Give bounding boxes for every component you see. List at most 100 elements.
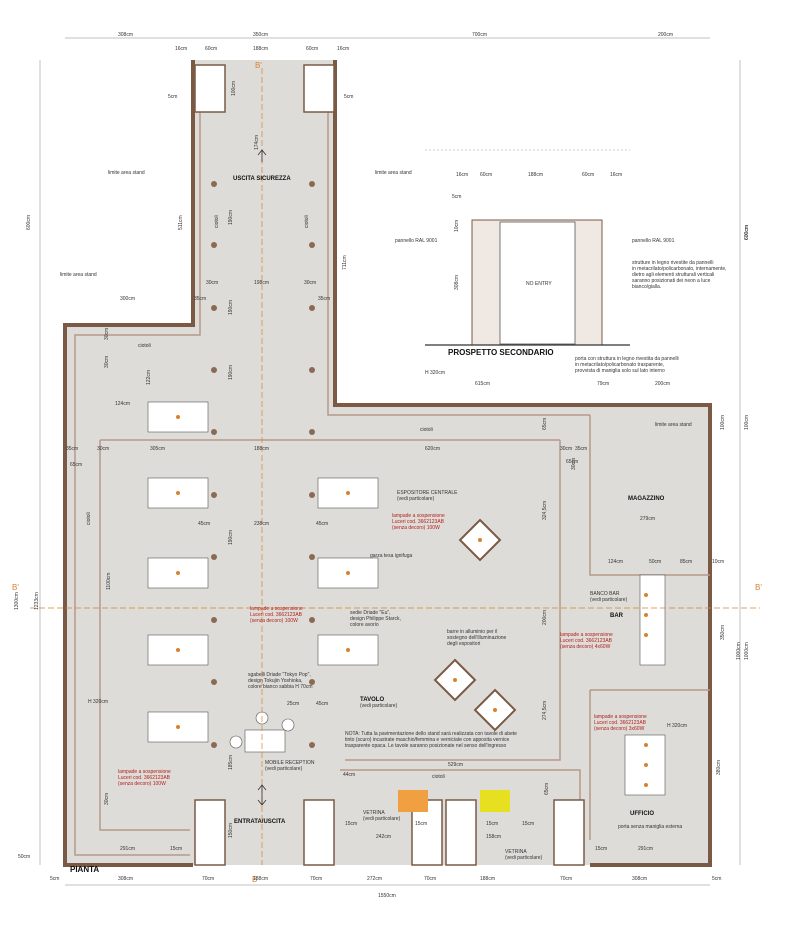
dim-305: 305cm [150,446,165,452]
label-porta: porta senza maniglia esterna [618,824,682,830]
room-bar: BAR [610,613,624,619]
dim-65b: 65cm [542,418,548,430]
room-magazzino: MAGAZZINO [628,496,665,502]
dim-left-1: 1300cm [14,592,20,610]
lamp-2b: Luceri cod. 3662123AB [250,612,303,618]
dim-291b: 291cm [638,846,653,852]
lamp-1b: Luceri cod. 3662123AB [118,775,171,781]
label-sgabelli-3: colore bianco sabbia H 70cm [248,684,312,690]
dim-711: 711cm [342,255,348,270]
dim-50: 50cm [649,559,661,565]
lamp-5a: lampade a sospensione [594,714,647,720]
label-vetrina-1: VETRINA [363,810,385,816]
section-b-right: B' [755,583,762,592]
dim-30a: 30cm [206,280,218,286]
dim-bottom-6: 70cm [424,876,436,882]
elev-dim-308: 308cm [454,275,460,290]
lamp-markers [176,415,648,787]
dim-122: 122cm [146,370,152,385]
dim-350: 350cm [720,625,726,640]
dim-bottom-0: 5cm [50,876,59,882]
dim-200: 200cm [655,381,670,387]
lamp-3a: lampade a sospensione [392,513,445,519]
dim-190d: 190cm [228,365,234,380]
dim-45c: 45cm [316,701,328,707]
dim-right-0: 600cm [744,225,750,240]
dim-190b: 190cm [228,300,234,315]
plan-title: PIANTA [70,865,99,874]
dim-top2-4: 16cm [337,46,349,52]
elev-porta-2: in metacrilato/policarbonato trasparente… [575,362,664,368]
dim-15a: 15cm [345,821,357,827]
dim-174: 174cm [254,135,260,150]
dim-bottom-1: 308cm [118,876,133,882]
tables-right [317,477,379,666]
dim-200b: 200cm [542,610,548,625]
dim-10: 10cm [712,559,724,565]
label-nota-2: tinto (scuro) incastrate maschio/femmina… [345,737,509,743]
dim-65c: 65cm [566,459,578,465]
lamp-3c: (senza decoro) 100W [392,525,440,531]
label-banco-sub: (vedi particolare) [590,597,628,603]
columns [211,181,315,748]
dim-15e: 15cm [170,846,182,852]
section-b-left: B' [12,583,19,592]
dim-bottom-5: 272cm [367,876,382,882]
dimension-lines [39,37,741,886]
dim-left-3: 50cm [18,854,30,860]
dim-30d: 30cm [104,356,110,368]
dim-bottom-2: 70cm [202,876,214,882]
dim-35b: 35cm [318,296,330,302]
dim-190c: 190cm [228,530,234,545]
dim-158: 158cm [486,834,501,840]
lamp-3b: Luceri cod. 3662123AB [392,519,445,525]
dim-291a: 291cm [120,846,135,852]
elev-dim-top-3: 60cm [582,172,594,178]
label-nota-3: trasparente opaca. Le tavole saranno pos… [345,743,507,749]
dim-188: 188cm [254,446,269,452]
dim-65d: 65cm [544,783,550,795]
label-vetrina-2-sub: (vedi particolare) [505,855,543,861]
lamp-1c: (senza decoro) 100W [118,781,166,787]
label-ciotoli-1: ciotoli [214,215,220,228]
dim-124b: 124cm [608,559,623,565]
dim-top2-0: 16cm [175,46,187,52]
section-b-bottom: B [252,875,257,884]
label-barre-2: sostegno dell'illuminazione [447,635,507,641]
label-sedie-1: sedie Driade "Eu", [350,610,391,616]
dim-25: 25cm [287,701,299,707]
dim-15d: 15cm [522,821,534,827]
dim-top-0: 308cm [118,32,133,38]
label-mobile: MOBILE RECEPTION [265,760,315,766]
dim-bottom-3: 188cm [253,876,268,882]
dim-5b: 5cm [344,94,353,100]
dim-bottom-7: 188cm [480,876,495,882]
label-banco: BANCO BAR [590,591,620,597]
dim-44: 44cm [343,772,355,778]
dim-65a: 65cm [70,462,82,468]
dim-top2-2: 188cm [253,46,268,52]
dim-15f: 15cm [595,846,607,852]
lamp-5b: Luceri cod. 3662123AB [594,720,647,726]
elev-dim-top-4: 16cm [610,172,622,178]
dim-274: 274,5cm [542,701,548,720]
elev-dim-right: 600cm [744,225,750,240]
label-limite-4: limite area stand [655,422,692,428]
lamp-4c: (senza decoro) 4x60W [560,644,611,650]
dim-30e: 30cm [97,446,109,452]
dim-bottom-10: 5cm [712,876,721,882]
label-garza: garza tesa ignifuga [370,553,412,559]
label-tavolo: TAVOLO [360,697,384,703]
dim-30c: 30cm [104,328,110,340]
lamp-1a: lampade a sospensione [118,769,171,775]
dim-left-0: 600cm [26,215,32,230]
label-limite-3: limite area stand [60,272,97,278]
lamp-2a: lampade a sospensione [250,606,303,612]
dim-124: 124cm [115,401,130,407]
dim-total: 1550cm [378,893,396,899]
inner-walls [74,112,710,856]
dim-185: 185cm [228,755,234,770]
lamp-2c: (senza decoro) 100W [250,618,298,624]
elev-dim-top-1: 60cm [480,172,492,178]
